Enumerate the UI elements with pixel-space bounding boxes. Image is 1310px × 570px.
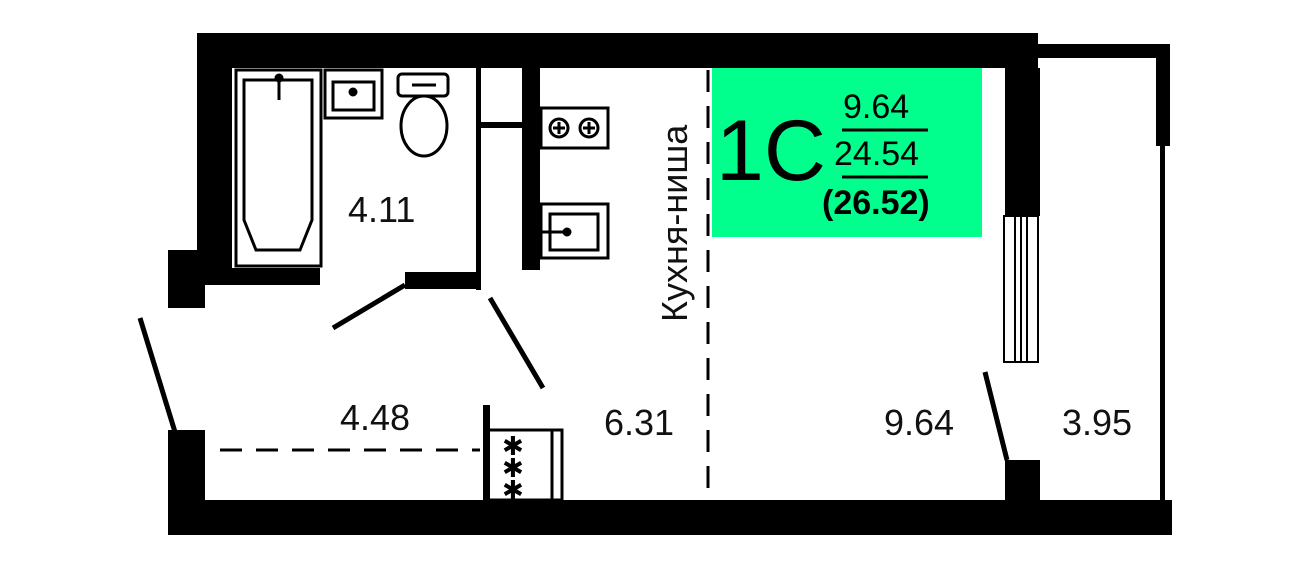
hallway-area: 4.48 <box>340 397 410 438</box>
area-badge: 1С 9.64 24.54 (26.52) <box>716 88 930 222</box>
svg-text:✱: ✱ <box>502 476 524 506</box>
kitchen-niche-label: Кухня-ниша <box>654 124 695 322</box>
total-area: 24.54 <box>834 135 919 173</box>
bathroom-area: 4.11 <box>348 189 415 230</box>
doors <box>137 282 1010 461</box>
kitchen-area: 6.31 <box>604 402 674 443</box>
window <box>1003 215 1039 363</box>
apartment-type: 1С <box>716 103 826 199</box>
stove-icon: ✱✱✱ <box>486 428 564 506</box>
living-room-area: 9.64 <box>884 402 954 443</box>
sink-icon <box>323 68 384 120</box>
area-badge-background <box>712 68 982 237</box>
dashed-lines <box>220 70 710 500</box>
svg-text:✱: ✱ <box>502 454 524 484</box>
toilet-icon <box>396 72 450 158</box>
total-area-with-balcony: (26.52) <box>822 184 930 222</box>
bathtub-icon <box>234 68 323 268</box>
svg-text:✱: ✱ <box>502 432 524 462</box>
kitchen-sink-icon <box>539 202 610 260</box>
balcony-area: 3.95 <box>1062 402 1132 443</box>
walls <box>168 33 1172 535</box>
living-area: 9.64 <box>843 88 909 126</box>
cooktop-icon <box>539 106 610 150</box>
